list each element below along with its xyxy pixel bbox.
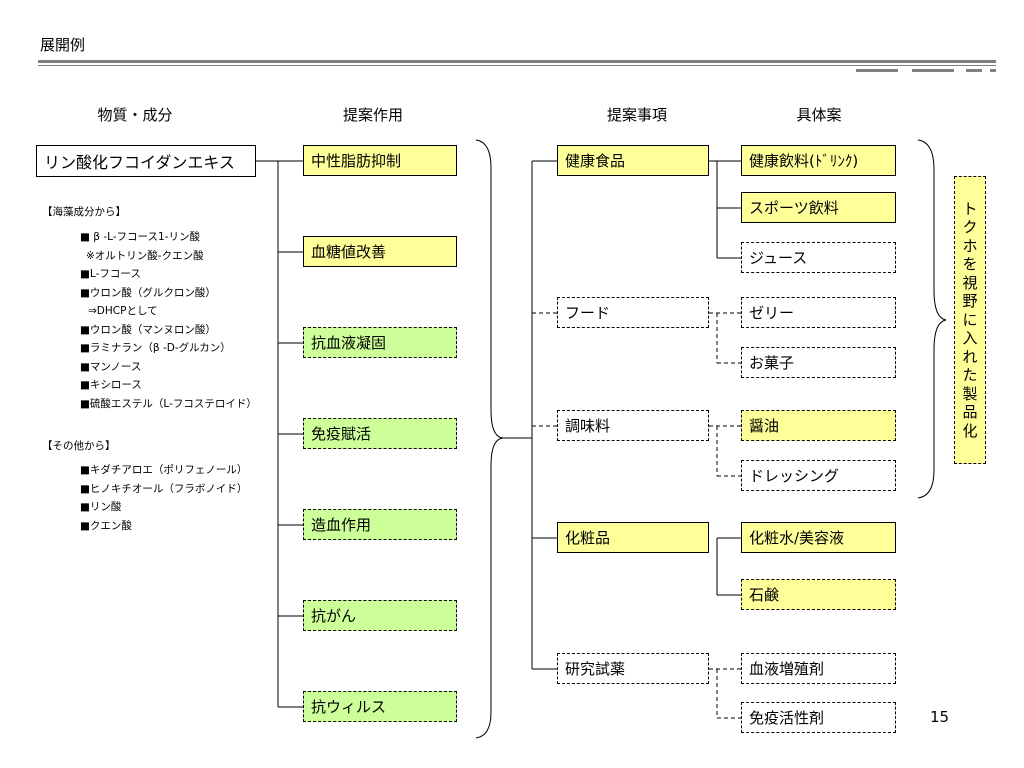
title-dash-4 (990, 69, 996, 72)
action-box: 血糖値改善 (303, 236, 457, 267)
concrete-box: ジュース (741, 242, 896, 273)
title-dash-1 (856, 69, 898, 72)
vertical-note-char: 野 (962, 292, 978, 311)
category-box: 研究試薬 (557, 653, 709, 684)
vertical-note-char: 製 (962, 384, 978, 403)
list-item: ■ヒノキチオール（フラボノイド） (80, 482, 248, 495)
title-dash-3 (966, 69, 982, 72)
list-item: ■ β -L-フコース1-リン酸 (80, 231, 200, 243)
list-item: ■キダチアロエ（ポリフェノール） (80, 464, 248, 476)
concrete-box: 健康飲料(ﾄﾞﾘﾝｸ) (741, 145, 896, 176)
page-number: 15 (930, 708, 950, 726)
concrete-box: 血液増殖剤 (741, 653, 896, 684)
vertical-note-char: ホ (962, 236, 978, 255)
action-box: 造血作用 (303, 509, 457, 540)
vertical-note-char: に (962, 310, 978, 329)
list-item: ※オルトリン酸-クエン酸 (86, 249, 204, 262)
vertical-note-char: を (962, 255, 978, 274)
concrete-box: ゼリー (741, 297, 896, 328)
vertical-note-char: れ (962, 347, 978, 366)
vertical-note-char: 品 (962, 403, 978, 422)
header-items: 提案事項 (606, 106, 667, 124)
list-item: ■L-フコース (80, 268, 141, 280)
action-box: 中性脂肪抑制 (303, 145, 457, 176)
concrete-box: ドレッシング (741, 460, 896, 491)
header-substance: 物質・成分 (97, 106, 173, 124)
list-item: ■ラミナラン（β -D-グルカン） (80, 342, 231, 354)
page-title: 展開例 (40, 36, 86, 54)
header-action: 提案作用 (342, 106, 403, 124)
action-box: 抗がん (303, 600, 457, 631)
list-item: ■クエン酸 (80, 519, 132, 532)
seaweed-list: ■ β -L-フコース1-リン酸 ※オルトリン酸-クエン酸 ■L-フコース ■ウ… (80, 228, 257, 413)
vertical-note-char: ト (962, 199, 978, 218)
action-box: 抗ウィルス (303, 691, 457, 722)
vertical-note-box: ト ク ホ を 視 野 に 入 れ た 製 品 化 (954, 176, 986, 464)
concrete-box: 醤油 (741, 410, 896, 441)
seaweed-heading: 【海藻成分から】 (42, 206, 126, 218)
title-rule-thin (38, 65, 996, 66)
list-item: ■マンノース (80, 360, 142, 373)
list-item: ■ウロン酸（マンヌロン酸） (80, 323, 216, 336)
concrete-box: スポーツ飲料 (741, 192, 896, 223)
action-box: 抗血液凝固 (303, 327, 457, 358)
title-rule-thick (38, 60, 996, 63)
concrete-box: お菓子 (741, 347, 896, 378)
list-item: ■ウロン酸（グルクロン酸） (80, 286, 216, 299)
concrete-box: 免疫活性剤 (741, 702, 896, 733)
concrete-box: 化粧水/美容液 (741, 522, 896, 553)
vertical-note-char: 入 (962, 329, 978, 348)
header-concrete: 具体案 (796, 106, 842, 124)
others-list: ■キダチアロエ（ポリフェノール） ■ヒノキチオール（フラボノイド） ■リン酸 ■… (80, 461, 247, 535)
category-box: 化粧品 (557, 522, 709, 553)
vertical-note-char: た (962, 366, 978, 385)
list-item: ■リン酸 (80, 501, 122, 513)
concrete-box: 石鹸 (741, 579, 896, 610)
main-substance-box: リン酸化フコイダンエキス (36, 145, 256, 177)
title-dash-2 (912, 69, 954, 72)
list-item: ⇒DHCPとして (88, 305, 158, 317)
category-box: 調味料 (557, 410, 709, 441)
category-box: 健康食品 (557, 145, 709, 176)
vertical-note-char: 視 (962, 273, 978, 292)
list-item: ■硫酸エステル（L-フコステロイド） (80, 397, 257, 410)
category-box: フード (557, 297, 709, 328)
others-heading: 【その他から】 (42, 440, 116, 452)
vertical-note-char: 化 (962, 421, 978, 440)
vertical-note-char: ク (962, 218, 978, 237)
action-box: 免疫賦活 (303, 418, 457, 449)
list-item: ■キシロース (80, 379, 142, 391)
